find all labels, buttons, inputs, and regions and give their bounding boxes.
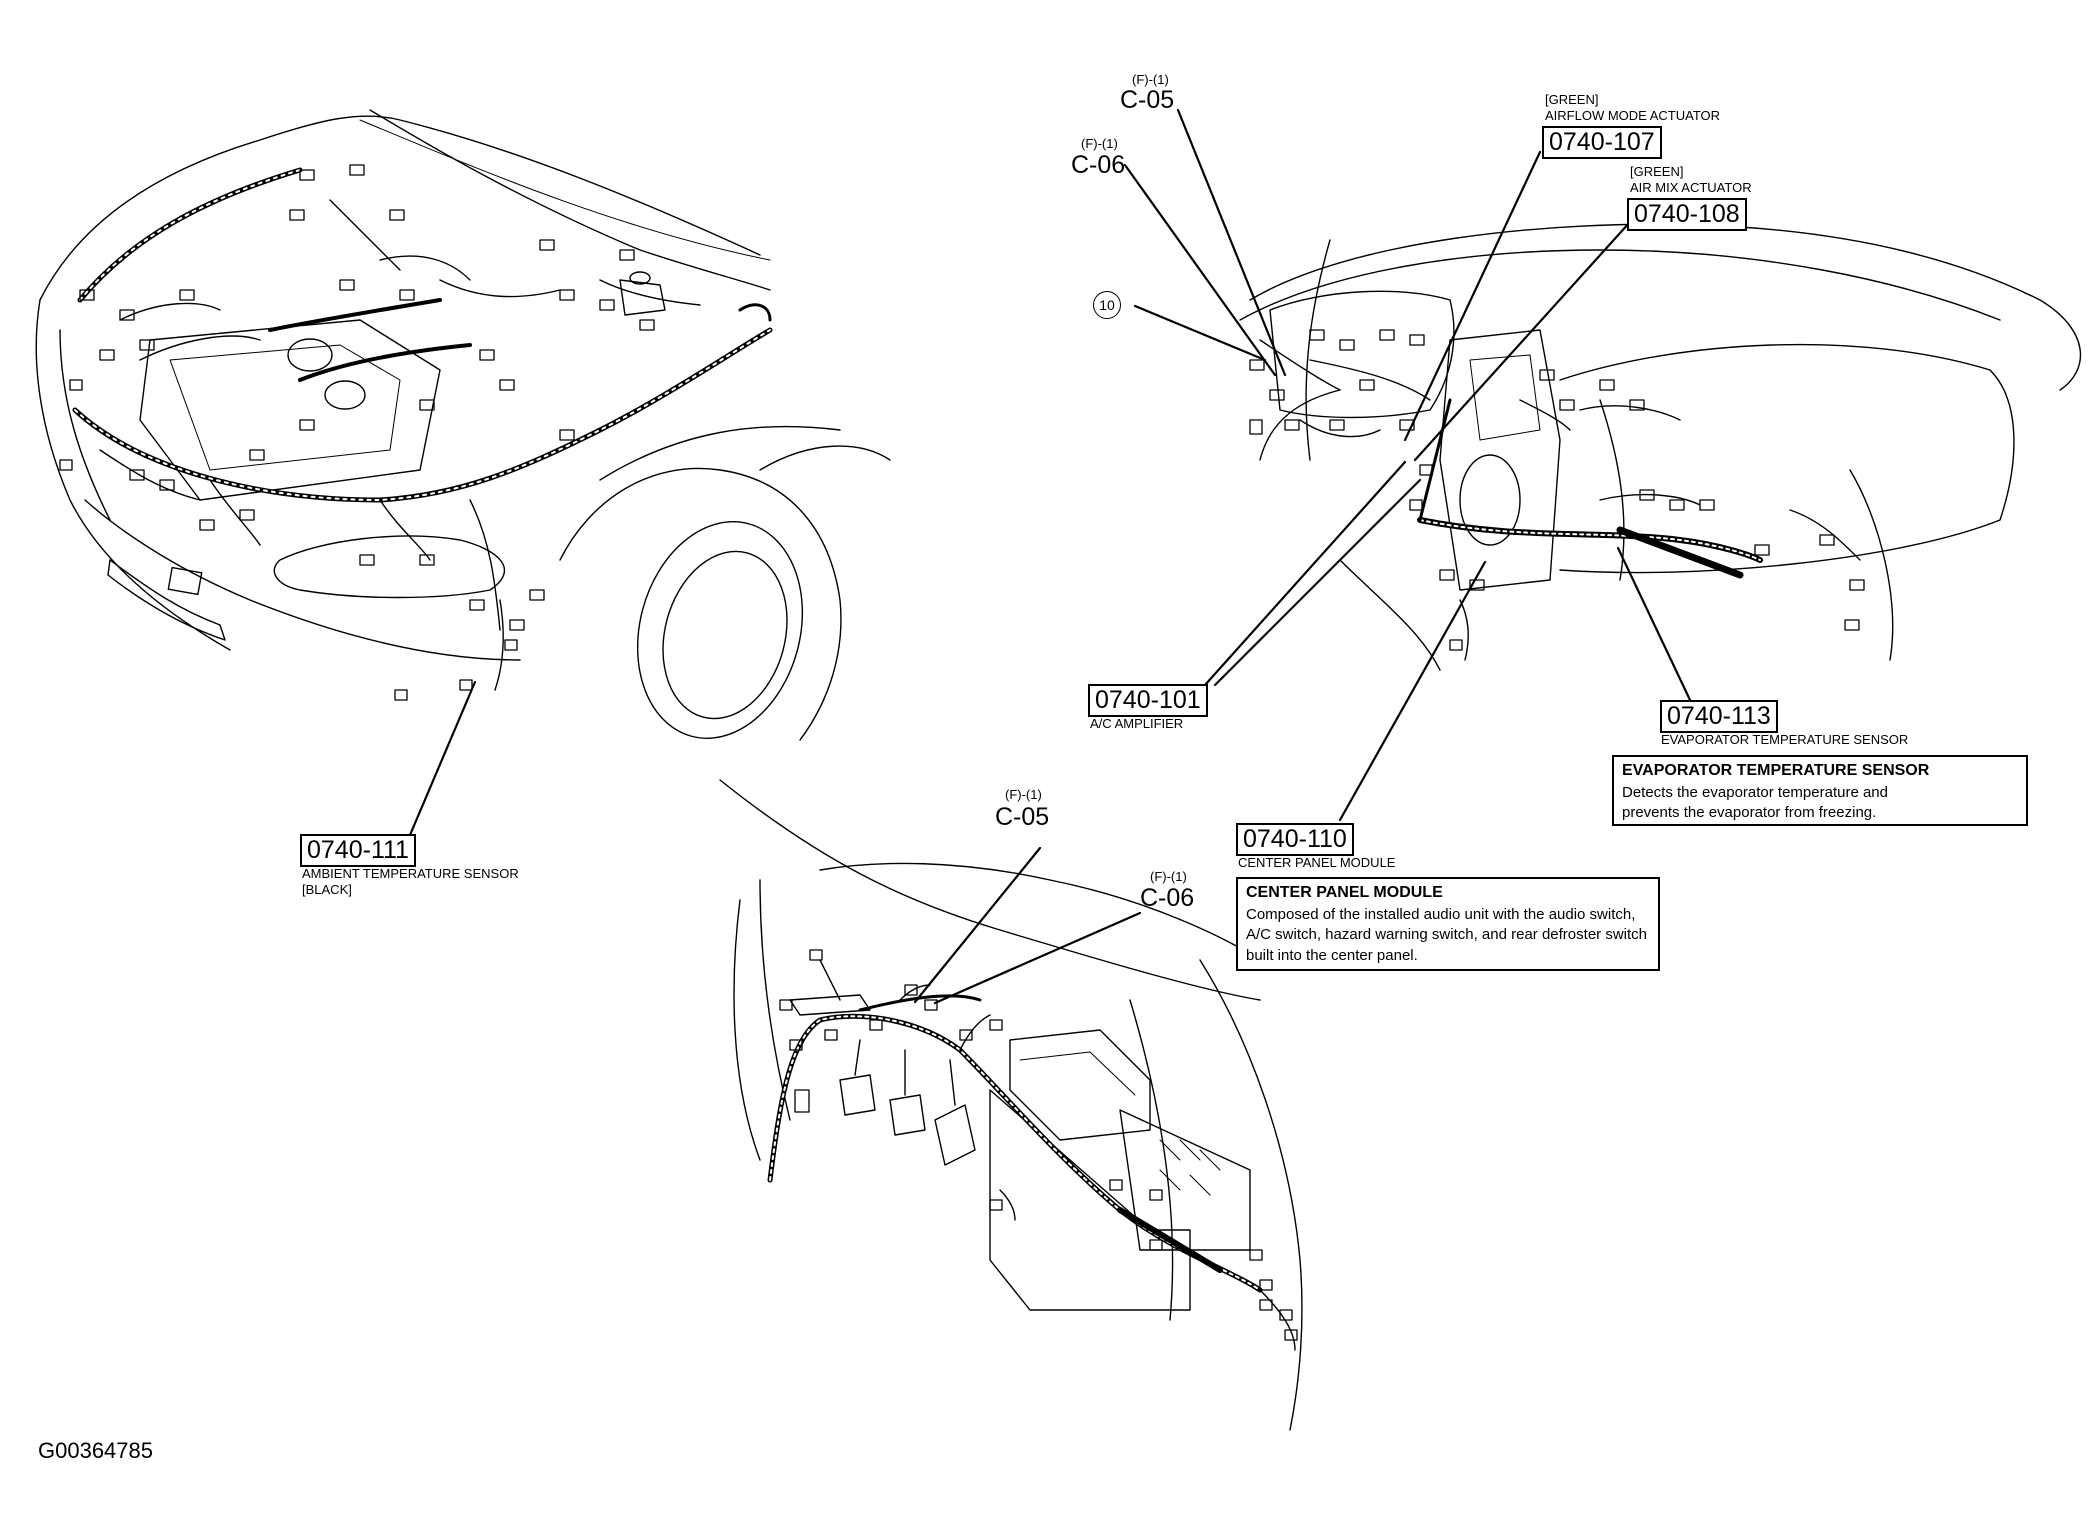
ambient-sensor-code: 0740-111 [300,834,416,867]
ac-amplifier-code: 0740-101 [1088,684,1208,717]
connector-c06-top-label: C-06 [1071,151,1126,179]
evaporator-sensor-code: 0740-113 [1660,700,1778,733]
footwell-drawing [719,779,1303,1431]
connector-c05-top-label: C-05 [1120,86,1175,114]
air-mix-actuator-name: AIR MIX ACTUATOR [1630,180,1752,195]
center-panel-module-code: 0740-110 [1236,823,1354,856]
dashboard-drawing [1239,223,2082,671]
ac-amplifier-name: A/C AMPLIFIER [1090,716,1184,731]
airflow-actuator-color: [GREEN] [1545,92,1599,107]
figure-id: G00364785 [38,1438,153,1463]
center-note-title: CENTER PANEL MODULE [1246,884,1443,901]
air-mix-actuator-color: [GREEN] [1630,164,1684,179]
center-panel-module-name: CENTER PANEL MODULE [1238,855,1396,870]
center-note-body: Composed of the installed audio unit wit… [1246,906,1647,964]
evaporator-note-body: Detects the evaporator temperature and p… [1622,784,1888,822]
evaporator-sensor-note: EVAPORATOR TEMPERATURE SENSOR Detects th… [1612,755,2028,826]
airflow-actuator-code: 0740-107 [1542,126,1662,159]
connector-c06-bottom-position: (F)-(1) [1150,869,1187,884]
connector-c05-top-position: (F)-(1) [1132,72,1169,87]
connector-c06-top-position: (F)-(1) [1081,136,1118,151]
connector-c05-bottom-position: (F)-(1) [1005,787,1042,802]
center-panel-module-note: CENTER PANEL MODULE Composed of the inst… [1236,877,1660,971]
airflow-actuator-name: AIRFLOW MODE ACTUATOR [1545,108,1721,123]
evaporator-note-title: EVAPORATOR TEMPERATURE SENSOR [1622,762,1930,779]
leader-lines [408,108,1692,1005]
evaporator-sensor-name: EVAPORATOR TEMPERATURE SENSOR [1661,732,1909,747]
engine-bay-drawing [35,109,891,741]
air-mix-actuator-code: 0740-108 [1627,198,1747,231]
connector-c06-bottom-label: C-06 [1140,884,1195,912]
ambient-sensor-color: [BLACK] [302,882,352,897]
connector-c05-bottom-label: C-05 [995,803,1050,831]
ambient-sensor-name: AMBIENT TEMPERATURE SENSOR [302,866,519,881]
callout-number-10: 10 [1093,291,1121,319]
